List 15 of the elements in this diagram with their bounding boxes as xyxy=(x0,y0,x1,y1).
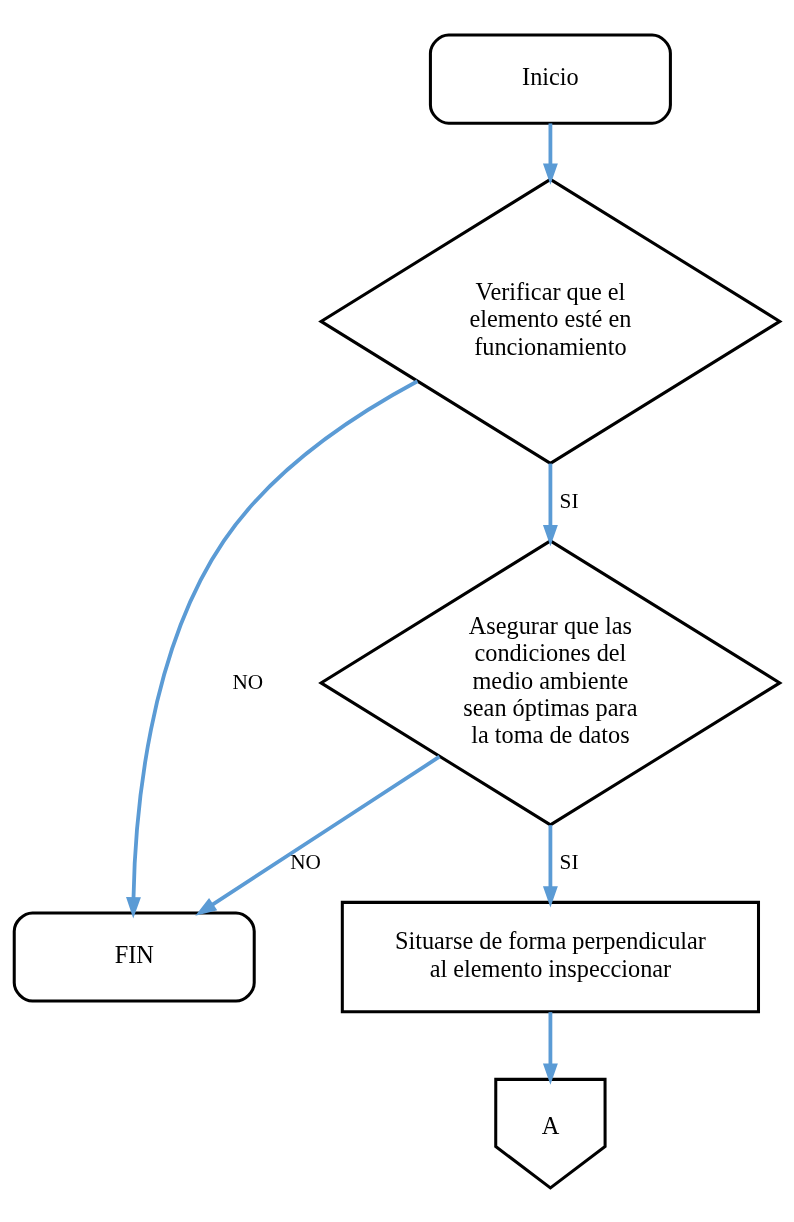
arrow xyxy=(542,1011,558,1085)
edge-label: SI xyxy=(559,849,579,874)
arrow xyxy=(542,463,558,546)
node-diamond: Asegurar que las condiciones del medio ambiente sean óptimas para la toma de datos xyxy=(318,538,783,827)
arrow xyxy=(195,754,441,916)
edge-label: SI xyxy=(559,488,579,513)
arrow xyxy=(126,379,419,918)
node-box: FIN xyxy=(12,911,256,1003)
edge-label: NO xyxy=(232,669,264,694)
node-diamond: Verificar que el elemento esté en funcionamiento xyxy=(318,177,783,465)
node-box: Situarse de forma perpendicular al elemento inspeccionar xyxy=(340,900,760,1013)
node-box: Inicio xyxy=(428,33,672,125)
arrow xyxy=(542,824,558,908)
arrow xyxy=(542,122,558,185)
edge-label: NO xyxy=(290,849,321,874)
